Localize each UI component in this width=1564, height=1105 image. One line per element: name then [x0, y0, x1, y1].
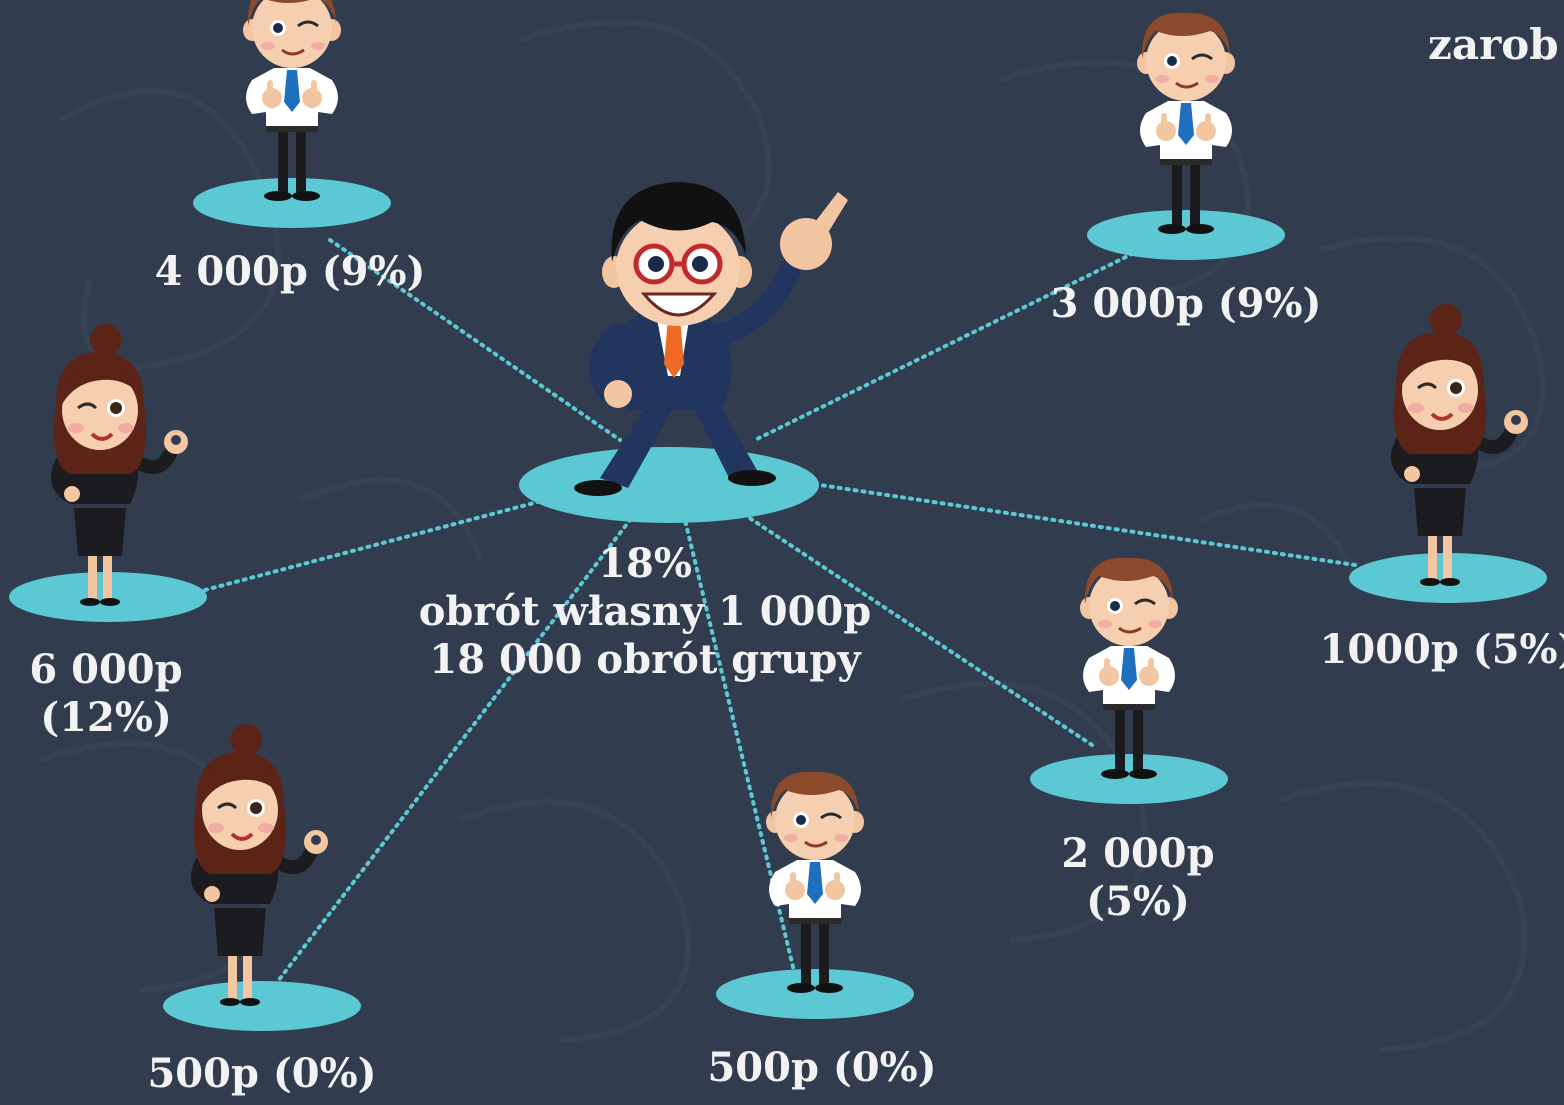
connector-woman-left: [203, 498, 547, 592]
platform-man-top-right: [1087, 210, 1285, 260]
label-man-top-right: 3 000p (9%): [1050, 280, 1322, 327]
center-group-turnover: 18 000 obrót grupy: [429, 636, 861, 683]
connector-man-top-left: [328, 238, 622, 442]
platform-woman-bottom-left: [163, 981, 361, 1031]
platform-man-top-left: [193, 178, 391, 228]
center-label: 18% obrót własny 1 000p 18 000 obrót gru…: [419, 540, 872, 684]
platform-center: [519, 447, 819, 523]
connectors: [203, 238, 1357, 987]
woman-left-figure: [54, 324, 188, 606]
center-percent: 18%: [598, 540, 692, 587]
label-man-mid-right-line2: (5%): [1086, 878, 1190, 925]
label-man-mid-right: 2 000p (5%): [1061, 830, 1214, 926]
connector-man-top-right: [753, 248, 1142, 442]
label-man-mid-right-line1: 2 000p: [1061, 830, 1215, 877]
label-woman-left-line2: (12%): [40, 694, 172, 741]
woman-bottom-left-figure: [194, 724, 328, 1006]
man-mid-right-figure: [1078, 556, 1180, 781]
connector-man-mid-right: [743, 513, 1094, 747]
man-bottom-mid-figure: [764, 770, 866, 995]
woman-right-figure: [1394, 304, 1528, 586]
label-woman-left: 6 000p (12%): [29, 646, 182, 742]
man-top-right-figure: [1135, 11, 1237, 236]
platform-man-bottom-mid: [716, 969, 914, 1019]
connector-woman-right: [818, 483, 1357, 567]
leader-figure: [574, 182, 848, 496]
label-woman-left-line1: 6 000p: [29, 646, 183, 693]
label-man-top-left: 4 000p (9%): [154, 248, 426, 295]
center-own-turnover: obrót własny 1 000p: [418, 588, 872, 635]
label-woman-right: 1000p (5%): [1319, 626, 1564, 673]
platforms: [9, 178, 1547, 1031]
platform-man-mid-right: [1030, 754, 1228, 804]
connector-woman-bottom-left: [273, 518, 632, 987]
label-woman-bottom-left: 500p (0%): [147, 1050, 377, 1097]
label-man-bottom-mid: 500p (0%): [707, 1044, 937, 1091]
page-title: zarob: [1428, 20, 1559, 69]
